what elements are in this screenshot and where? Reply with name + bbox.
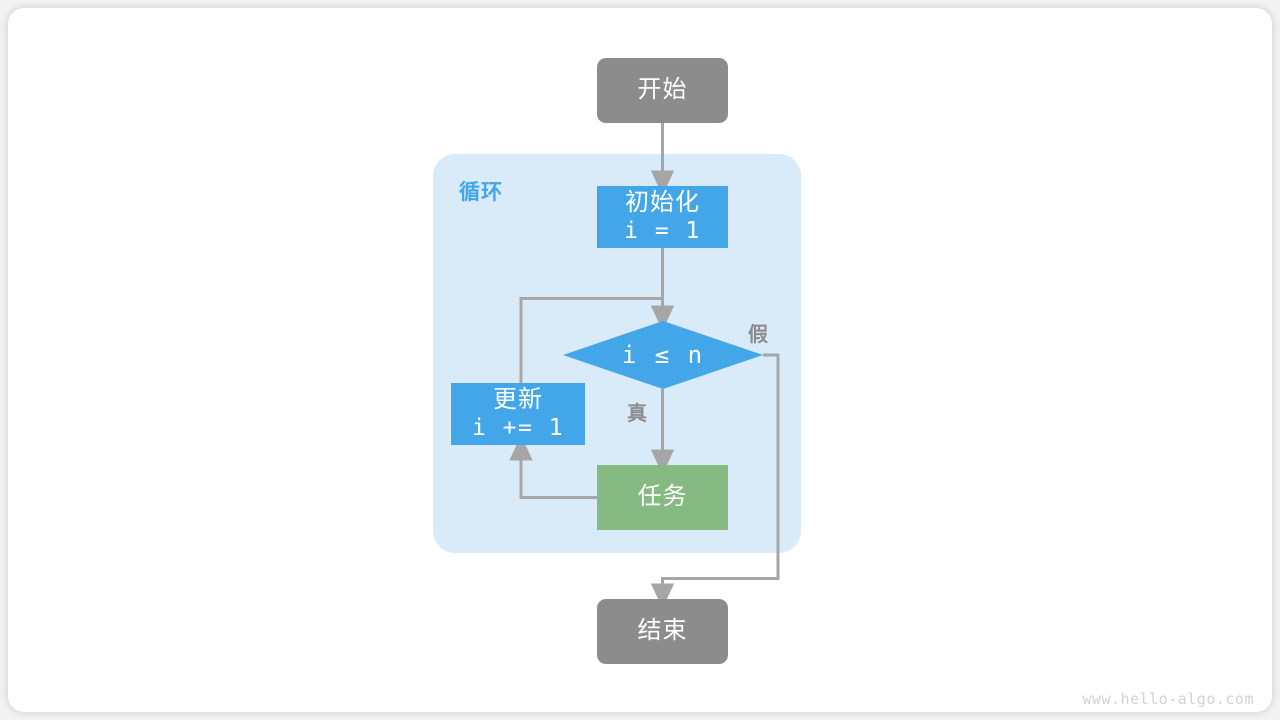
- node-update-expression: i += 1: [471, 415, 565, 442]
- diagram-card: 循环: [8, 8, 1272, 712]
- watermark: www.hello-algo.com: [1082, 690, 1254, 708]
- node-init[interactable]: 初始化 i = 1: [597, 186, 728, 248]
- node-update[interactable]: 更新 i += 1: [451, 383, 585, 445]
- node-update-label: 更新: [493, 385, 543, 413]
- node-end-label: 结束: [637, 617, 688, 645]
- loop-group-label: 循环: [459, 181, 503, 204]
- node-start-label: 开始: [637, 76, 688, 104]
- node-init-label: 初始化: [625, 188, 700, 216]
- diamond-shape: [563, 321, 763, 389]
- node-task[interactable]: 任务: [597, 465, 728, 530]
- node-end[interactable]: 结束: [597, 599, 728, 664]
- edge-label-true: 真: [627, 403, 648, 425]
- flowchart-canvas: 循环: [8, 8, 1272, 712]
- node-decision[interactable]: i ≤ n: [563, 321, 763, 389]
- node-init-expression: i = 1: [624, 218, 701, 245]
- node-task-label: 任务: [637, 483, 688, 511]
- node-decision-label: i ≤ n: [621, 341, 705, 369]
- node-start[interactable]: 开始: [597, 58, 728, 123]
- edge-label-false: 假: [748, 324, 769, 346]
